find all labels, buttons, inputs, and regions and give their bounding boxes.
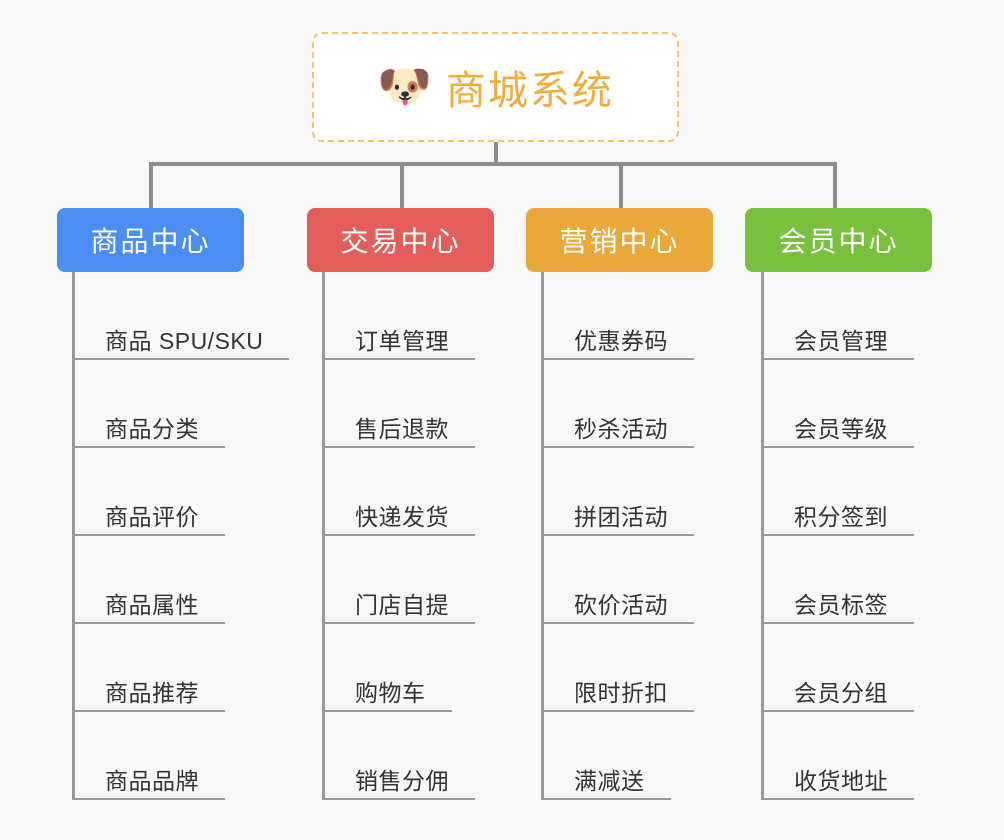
list-item[interactable]: 商品属性 xyxy=(72,536,289,624)
list-item[interactable]: 快递发货 xyxy=(322,448,475,536)
leaf-label: 商品品牌 xyxy=(105,767,199,794)
category-label-2: 交易中心 xyxy=(340,226,461,257)
connector-horizontal-bus xyxy=(149,162,837,166)
leaf-label: 门店自提 xyxy=(355,591,449,618)
list-item[interactable]: 秒杀活动 xyxy=(541,360,694,448)
column-spine-2 xyxy=(322,272,325,800)
list-item[interactable]: 限时折扣 xyxy=(541,624,694,712)
list-item[interactable]: 购物车 xyxy=(322,624,475,712)
leaf-label: 销售分佣 xyxy=(355,767,449,794)
category-box-2[interactable]: 交易中心 xyxy=(307,208,494,272)
list-item[interactable]: 销售分佣 xyxy=(322,712,475,800)
leaf-list-4: 会员管理 会员等级 积分签到 会员标签 会员分组 收货地址 xyxy=(761,272,914,800)
leaf-list-2: 订单管理 售后退款 快递发货 门店自提 购物车 销售分佣 xyxy=(322,272,475,800)
leaf-label: 商品分类 xyxy=(105,415,199,442)
leaf-label: 会员标签 xyxy=(794,591,888,618)
list-item[interactable]: 会员管理 xyxy=(761,272,914,360)
list-item[interactable]: 会员标签 xyxy=(761,536,914,624)
list-item[interactable]: 会员等级 xyxy=(761,360,914,448)
leaf-label: 砍价活动 xyxy=(574,591,668,618)
connector-drop-3 xyxy=(619,162,623,210)
list-item[interactable]: 优惠券码 xyxy=(541,272,694,360)
list-item[interactable]: 积分签到 xyxy=(761,448,914,536)
column-spine-4 xyxy=(761,272,764,800)
leaf-label: 购物车 xyxy=(355,679,426,706)
leaf-label: 会员分组 xyxy=(794,679,888,706)
list-item[interactable]: 门店自提 xyxy=(322,536,475,624)
leaf-label: 秒杀活动 xyxy=(574,415,668,442)
list-item[interactable]: 满减送 xyxy=(541,712,694,800)
leaf-label: 收货地址 xyxy=(794,767,888,794)
column-spine-1 xyxy=(72,272,75,800)
leaf-label: 满减送 xyxy=(574,767,645,794)
leaf-label: 会员等级 xyxy=(794,415,888,442)
category-box-3[interactable]: 营销中心 xyxy=(526,208,713,272)
leaf-label: 优惠券码 xyxy=(574,327,668,354)
connector-drop-4 xyxy=(833,162,837,210)
category-label-1: 商品中心 xyxy=(90,226,211,257)
column-spine-3 xyxy=(541,272,544,800)
leaf-label: 会员管理 xyxy=(794,327,888,354)
list-item[interactable]: 商品品牌 xyxy=(72,712,289,800)
list-item[interactable]: 商品评价 xyxy=(72,448,289,536)
category-label-4: 会员中心 xyxy=(778,226,899,257)
connector-root-vertical xyxy=(494,142,498,164)
list-item[interactable]: 售后退款 xyxy=(322,360,475,448)
list-item[interactable]: 订单管理 xyxy=(322,272,475,360)
leaf-list-1: 商品 SPU/SKU 商品分类 商品评价 商品属性 商品推荐 商品品牌 xyxy=(72,272,290,800)
list-item[interactable]: 砍价活动 xyxy=(541,536,694,624)
leaf-label: 拼团活动 xyxy=(574,503,668,530)
list-item[interactable]: 会员分组 xyxy=(761,624,914,712)
root-node-shop-system[interactable]: 🐶 商城系统 xyxy=(312,32,679,142)
dog-face-icon: 🐶 xyxy=(377,62,432,111)
category-box-1[interactable]: 商品中心 xyxy=(57,208,244,272)
list-item[interactable]: 拼团活动 xyxy=(541,448,694,536)
leaf-label: 限时折扣 xyxy=(574,679,668,706)
leaf-label: 商品推荐 xyxy=(105,679,199,706)
connector-drop-2 xyxy=(400,162,404,210)
leaf-list-3: 优惠券码 秒杀活动 拼团活动 砍价活动 限时折扣 满减送 xyxy=(541,272,694,800)
leaf-label: 积分签到 xyxy=(794,503,888,530)
leaf-label: 商品评价 xyxy=(105,503,199,530)
leaf-label: 商品 SPU/SKU xyxy=(105,327,264,354)
leaf-label: 订单管理 xyxy=(355,327,449,354)
connector-drop-1 xyxy=(149,162,153,210)
list-item[interactable]: 商品 SPU/SKU xyxy=(72,272,290,360)
list-item[interactable]: 商品推荐 xyxy=(72,624,289,712)
leaf-label: 快递发货 xyxy=(355,503,449,530)
leaf-label: 售后退款 xyxy=(355,415,449,442)
root-node-title: 商城系统 xyxy=(445,69,614,113)
category-box-4[interactable]: 会员中心 xyxy=(745,208,932,272)
list-item[interactable]: 商品分类 xyxy=(72,360,289,448)
category-label-3: 营销中心 xyxy=(559,226,680,257)
list-item[interactable]: 收货地址 xyxy=(761,712,914,800)
leaf-label: 商品属性 xyxy=(105,591,199,618)
